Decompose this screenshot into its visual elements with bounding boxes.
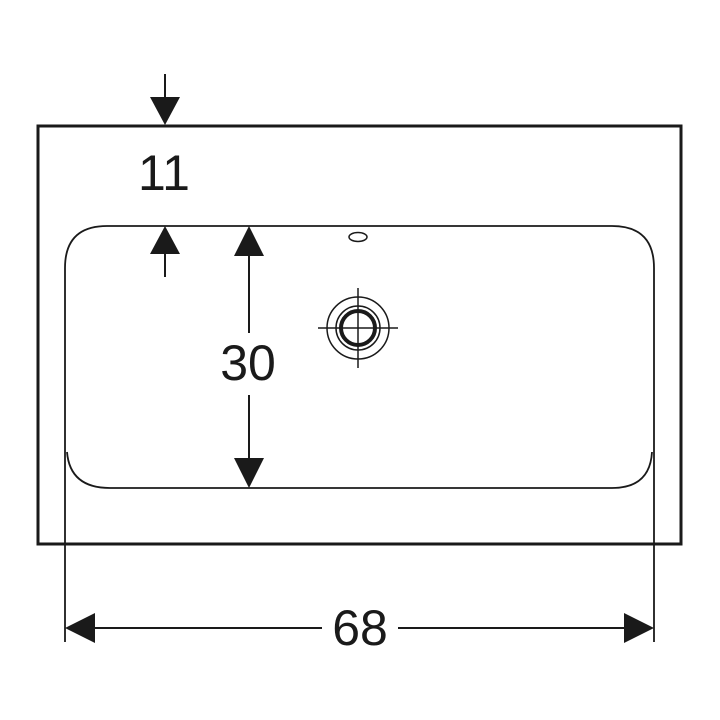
overflow-hole	[348, 231, 368, 243]
arrow-down-icon	[234, 458, 264, 488]
countertop-outline	[36, 124, 683, 546]
basin-depth-label: 30	[220, 335, 276, 391]
arrow-right-icon	[624, 613, 654, 643]
drain-symbol	[318, 288, 398, 368]
basin-outline	[64, 225, 655, 428]
dimension-overall-width: 68	[64, 428, 655, 656]
basin-bottom-outline	[66, 451, 653, 489]
top-margin-label: 11	[138, 145, 190, 201]
overall-width-label: 68	[332, 600, 388, 656]
arrow-up-icon	[234, 226, 264, 256]
dimension-top-margin: 11	[138, 74, 190, 277]
arrow-up-icon	[150, 226, 180, 254]
arrow-left-icon	[65, 613, 95, 643]
dimension-basin-depth: 30	[220, 226, 276, 488]
arrow-down-icon	[150, 97, 180, 125]
